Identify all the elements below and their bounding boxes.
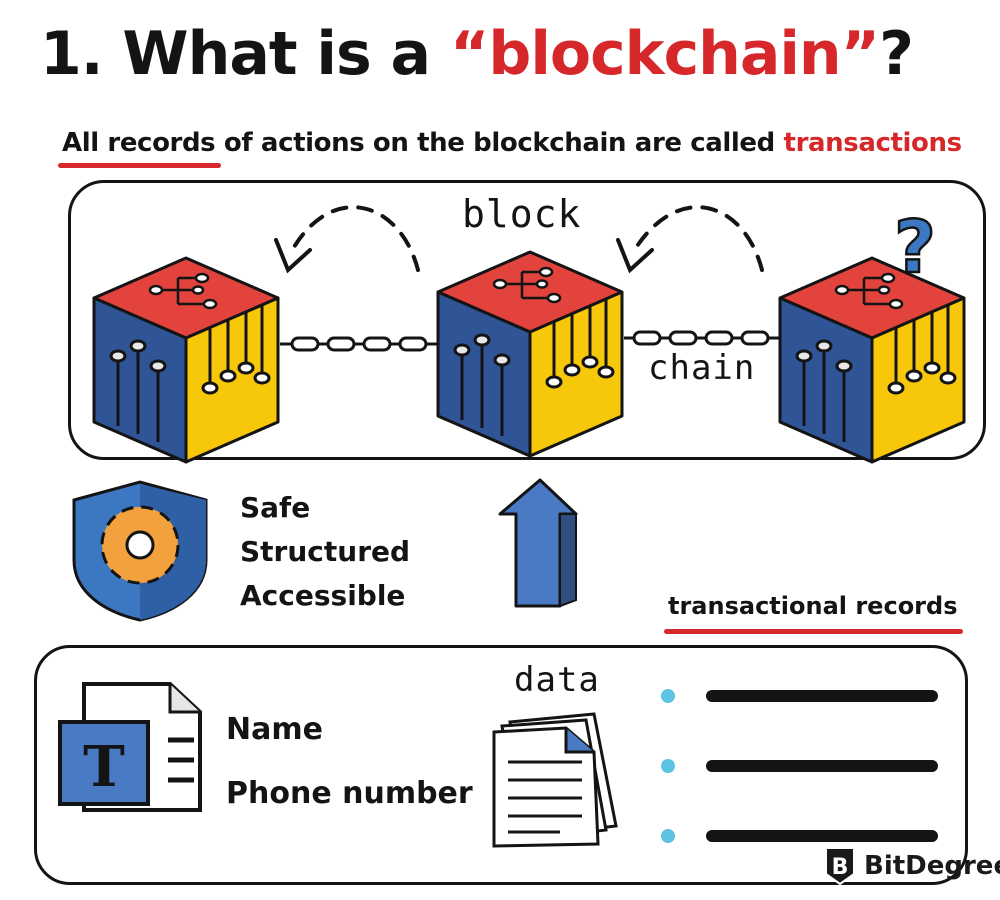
field-name: Name [226,712,323,747]
property-safe: Safe [240,491,311,524]
gear-icon [100,505,180,585]
subtitle-underlined: All records [57,124,222,168]
document-letter: T [83,734,125,800]
title-highlight: “blockchain” [449,19,880,89]
subtitle: All records of actions on the blockchain… [57,124,963,168]
data-label: data [514,660,600,700]
chain-links-1 [280,336,438,352]
block-cube-3 [778,256,966,464]
chain-links-2 [624,330,780,346]
transactional-records-text: transactional records [663,584,964,634]
bitdegree-name: BitDegree [864,851,1000,881]
up-arrow-icon [498,478,578,608]
dashed-arrow-2 [616,205,764,274]
subtitle-highlight: transactions [783,128,963,158]
field-phone-number: Phone number [226,776,473,811]
subtitle-middle: of actions on the blockchain are called [215,128,784,158]
property-structured: Structured [240,535,411,568]
bitdegree-logo-letter: B [832,855,849,880]
paper-stack-icon [492,712,618,848]
transactional-records-label: transactional records [663,584,964,634]
bitdegree-shield-icon: B [825,847,855,886]
block-cube-2 [436,250,624,458]
shield-icon [72,480,208,622]
question-mark-icon: ? [894,205,936,289]
chain-label: chain [648,348,756,388]
block-label: block [462,192,582,236]
title-prefix: 1. What is a [40,19,450,89]
properties-list: Safe Structured Accessible [240,486,410,618]
record-lines [661,689,938,843]
block-cube-1 [92,256,280,464]
property-accessible: Accessible [240,579,406,612]
bitdegree-logo: B BitDegree [822,842,1000,890]
page-title: 1. What is a “blockchain”? [40,14,914,94]
dashed-arrow-1 [274,205,420,274]
data-panel [34,645,968,885]
blockchain-panel [68,180,986,460]
title-suffix: ? [879,19,914,89]
document-icon [58,682,202,812]
